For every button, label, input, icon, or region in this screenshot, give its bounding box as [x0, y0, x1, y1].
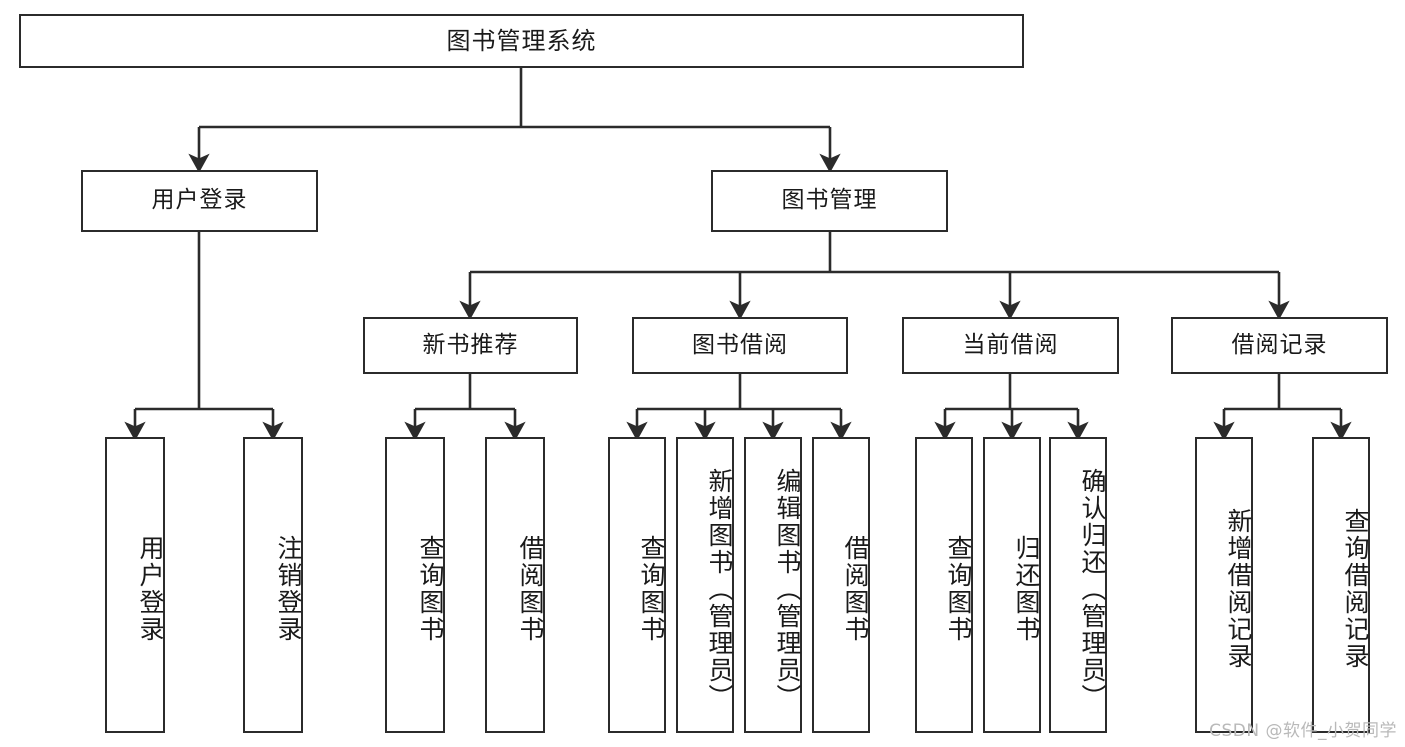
- node-label: 新增图书（管理员）: [705, 467, 734, 711]
- node-leaf-borrow-book-1[interactable]: 借阅图书: [485, 437, 545, 733]
- node-leaf-logout-login[interactable]: 注销登录: [243, 437, 303, 733]
- node-label: 确认归还（管理员）: [1078, 467, 1107, 711]
- node-book-manage[interactable]: 图书管理: [711, 170, 948, 232]
- node-label: 查询借阅记录: [1341, 508, 1370, 670]
- node-label: 新增借阅记录: [1224, 508, 1253, 670]
- node-leaf-add-record[interactable]: 新增借阅记录: [1195, 437, 1253, 733]
- node-leaf-borrow-book-2[interactable]: 借阅图书: [812, 437, 870, 733]
- node-leaf-query-book-2[interactable]: 查询图书: [608, 437, 666, 733]
- node-label: 当前借阅: [962, 331, 1059, 358]
- node-label: 借阅图书: [516, 535, 545, 643]
- node-label: 编辑图书（管理员）: [773, 467, 802, 711]
- csdn-watermark: CSDN @软件_小贺同学: [1209, 721, 1397, 741]
- node-label: 查询图书: [637, 535, 666, 643]
- node-leaf-return-book[interactable]: 归还图书: [983, 437, 1041, 733]
- node-label: 归还图书: [1012, 535, 1041, 643]
- node-label: 图书管理系统: [446, 26, 597, 55]
- node-leaf-edit-book[interactable]: 编辑图书（管理员）: [744, 437, 802, 733]
- node-root-system[interactable]: 图书管理系统: [19, 14, 1024, 68]
- node-label: 借阅图书: [841, 535, 870, 643]
- node-label: 注销登录: [274, 535, 303, 643]
- node-label: 图书借阅: [692, 331, 788, 358]
- node-leaf-user-login[interactable]: 用户登录: [105, 437, 165, 733]
- node-label: 查询图书: [416, 535, 445, 643]
- node-leaf-confirm-return[interactable]: 确认归还（管理员）: [1049, 437, 1107, 733]
- node-user-login[interactable]: 用户登录: [81, 170, 318, 232]
- node-label: 用户登录: [136, 535, 165, 643]
- node-leaf-query-record[interactable]: 查询借阅记录: [1312, 437, 1370, 733]
- node-borrow-record[interactable]: 借阅记录: [1171, 317, 1388, 374]
- node-label: 新书推荐: [422, 331, 519, 358]
- node-new-book-recommend[interactable]: 新书推荐: [363, 317, 578, 374]
- node-book-borrow[interactable]: 图书借阅: [632, 317, 848, 374]
- node-label: 图书管理: [781, 187, 878, 214]
- node-current-borrow[interactable]: 当前借阅: [902, 317, 1119, 374]
- node-leaf-query-book-3[interactable]: 查询图书: [915, 437, 973, 733]
- node-label: 借阅记录: [1231, 331, 1328, 358]
- node-label: 查询图书: [944, 535, 973, 643]
- node-leaf-add-book[interactable]: 新增图书（管理员）: [676, 437, 734, 733]
- node-leaf-query-book-1[interactable]: 查询图书: [385, 437, 445, 733]
- node-label: 用户登录: [151, 187, 248, 214]
